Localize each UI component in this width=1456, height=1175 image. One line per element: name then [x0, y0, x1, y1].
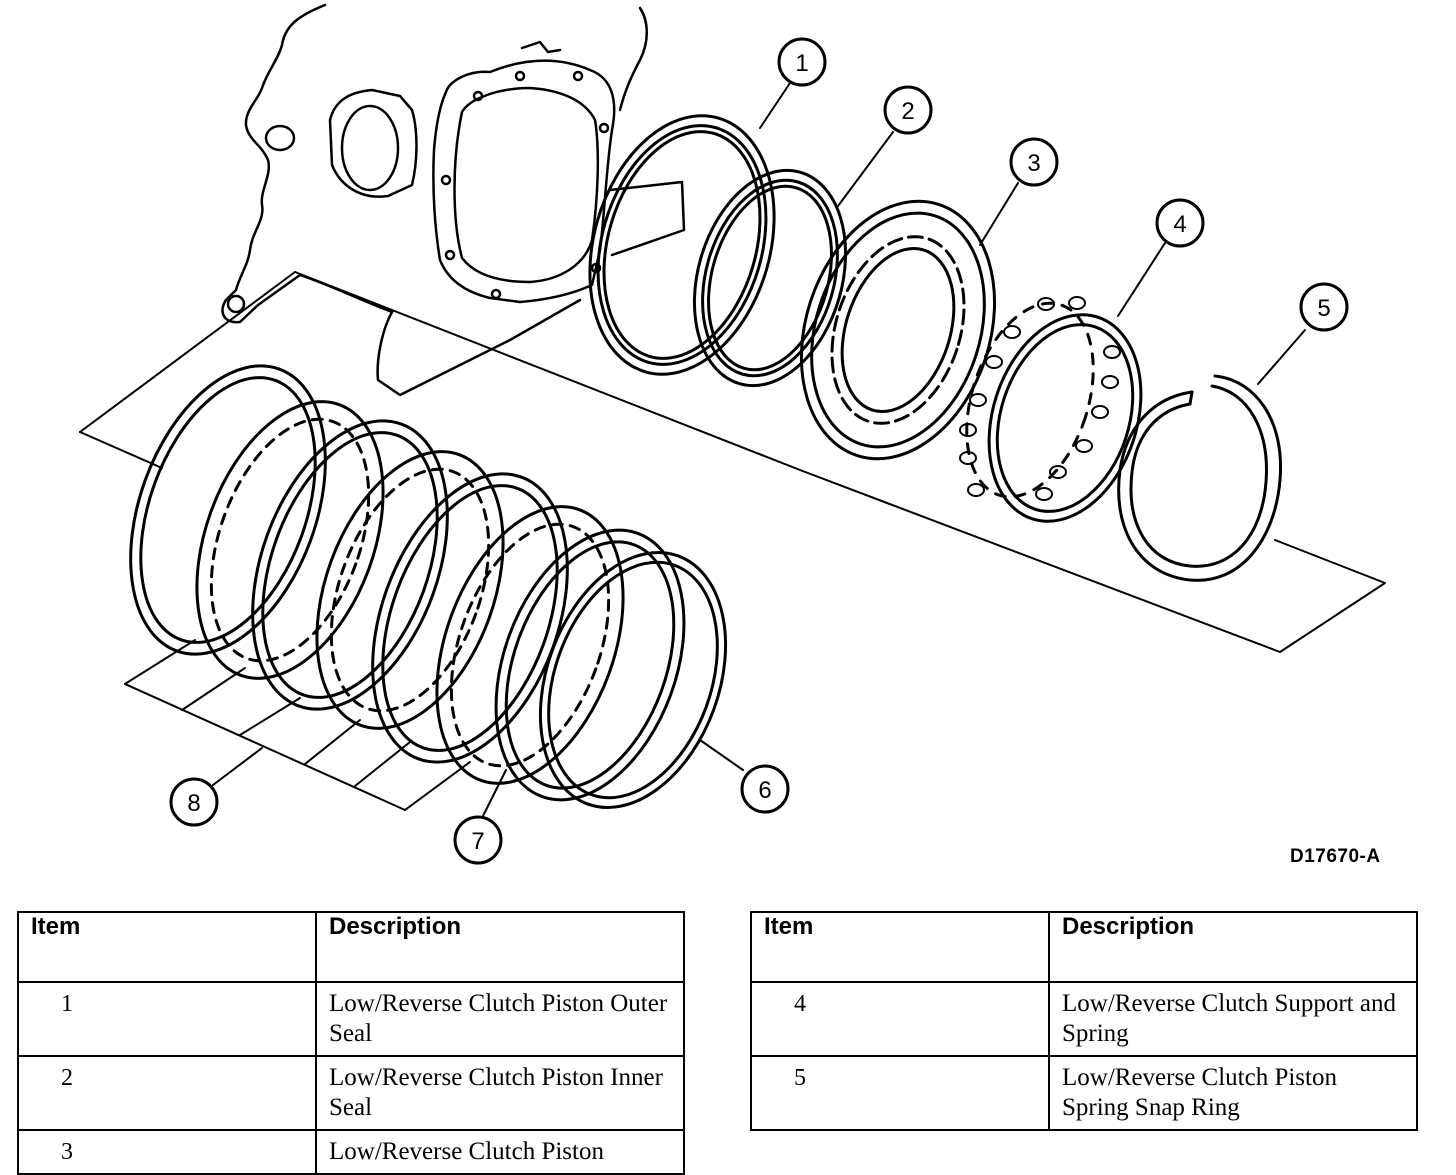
callout-8: 8: [169, 777, 219, 827]
clutch-piston: [799, 199, 997, 461]
callout-1: 1: [777, 37, 827, 87]
item-number: 4: [750, 981, 1050, 1057]
parts-table-right: Item Description 4 Low/Reverse Clutch Su…: [750, 911, 1418, 1131]
item-description: Low/Reverse Clutch Support and Spring: [1048, 981, 1418, 1057]
upper-guide-plane: [79, 271, 1386, 653]
callout-label-6: 6: [758, 777, 771, 804]
item-number: 3: [17, 1129, 317, 1175]
callout-label-5: 5: [1317, 295, 1330, 322]
item-number: 1: [17, 981, 317, 1057]
clutch-support-and-springs: [959, 296, 1143, 523]
callout-2: 2: [883, 85, 933, 135]
column-header-item: Item: [17, 911, 317, 983]
column-header-description: Description: [1048, 911, 1418, 983]
table-row: 5 Low/Reverse Clutch Piston Spring Snap …: [750, 1055, 1418, 1131]
callout-label-4: 4: [1173, 211, 1186, 238]
callout-label-8: 8: [187, 790, 200, 817]
item-description: Low/Reverse Clutch Piston: [315, 1129, 685, 1175]
column-header-item: Item: [750, 911, 1050, 983]
pressure-plate: [494, 528, 686, 802]
transmission-case-outline: [221, 3, 686, 397]
column-header-description: Description: [315, 911, 685, 983]
figure-id-label: D17670-A: [1290, 846, 1381, 867]
item-description: Low/Reverse Clutch Piston Outer Seal: [315, 981, 685, 1057]
callout-label-2: 2: [901, 98, 914, 125]
table-row: 4 Low/Reverse Clutch Support and Spring: [750, 981, 1418, 1057]
table-row: 1 Low/Reverse Clutch Piston Outer Seal: [17, 981, 685, 1057]
callout-6: 6: [740, 764, 790, 814]
item-number: 5: [750, 1055, 1050, 1131]
exploded-view-diagram: 1 2 3 4 5 6 7 8: [79, 3, 1386, 865]
callout-7: 7: [453, 815, 503, 865]
clutch-plates-stack: [129, 364, 625, 785]
callout-leaders: [212, 82, 1306, 819]
piston-inner-seal-ring: [692, 168, 848, 388]
parts-table-left: Item Description 1 Low/Reverse Clutch Pi…: [17, 911, 685, 1175]
callout-4: 4: [1155, 198, 1205, 248]
callout-label-1: 1: [795, 50, 808, 77]
item-description: Low/Reverse Clutch Piston Spring Snap Ri…: [1048, 1055, 1418, 1131]
item-description: Low/Reverse Clutch Piston Inner Seal: [315, 1055, 685, 1131]
clutch-pack-guide-lines: [124, 639, 471, 811]
table-header-row: Item Description: [750, 911, 1418, 983]
callout-label-7: 7: [471, 828, 484, 855]
spring-snap-ring: [1117, 374, 1283, 582]
table-row: 3 Low/Reverse Clutch Piston: [17, 1129, 685, 1175]
callout-label-3: 3: [1027, 150, 1040, 177]
callout-3: 3: [1009, 137, 1059, 187]
item-number: 2: [17, 1055, 317, 1131]
piston-outer-seal-ring: [588, 114, 776, 376]
table-row: 2 Low/Reverse Clutch Piston Inner Seal: [17, 1055, 685, 1131]
callout-5: 5: [1299, 282, 1349, 332]
table-header-row: Item Description: [17, 911, 685, 983]
clutch-pack-snap-ring: [538, 551, 728, 809]
